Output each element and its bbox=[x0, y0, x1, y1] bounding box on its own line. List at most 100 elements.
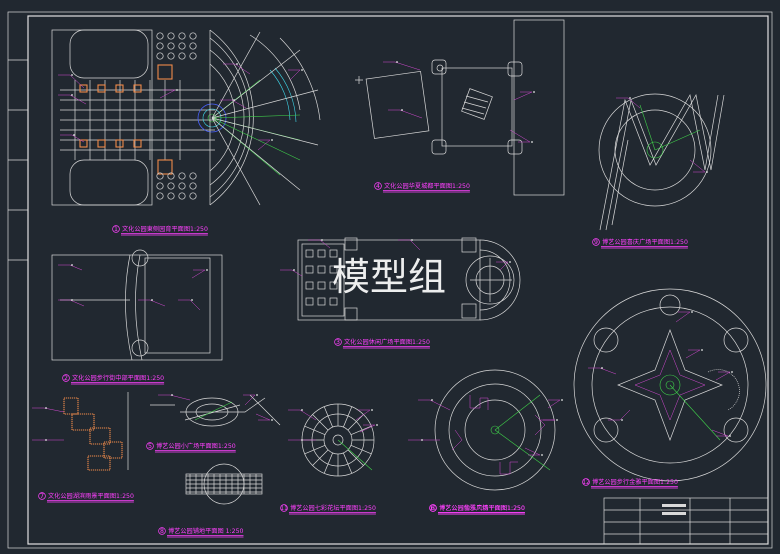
leader-line bbox=[513, 91, 533, 101]
leader-dot bbox=[191, 299, 193, 301]
leader-dot bbox=[533, 91, 535, 93]
leader-line bbox=[319, 239, 331, 249]
left-binding-strip bbox=[8, 59, 28, 261]
drawing-number-circle bbox=[592, 238, 600, 246]
leader-line bbox=[409, 239, 421, 251]
title-block bbox=[603, 497, 769, 545]
leader-dot bbox=[729, 435, 731, 437]
leader-line bbox=[255, 413, 271, 421]
leader-line bbox=[627, 97, 641, 109]
leader-line bbox=[291, 269, 303, 277]
leader-dot bbox=[71, 94, 73, 96]
tree-circle bbox=[178, 42, 186, 50]
drawing-title-9: 9 博艺公园喜庆广场平面图1:250 bbox=[592, 238, 688, 249]
drawing-number-circle bbox=[280, 504, 288, 512]
tree-circle bbox=[156, 172, 164, 180]
tree-circle bbox=[156, 182, 164, 190]
drawing-title-text: 博艺公园喜庆广场平面图1:250 bbox=[602, 238, 688, 246]
tree-circle bbox=[189, 32, 197, 40]
leader-dot bbox=[256, 394, 258, 396]
leader-line bbox=[69, 299, 85, 307]
drawing-number: 5 bbox=[148, 443, 152, 450]
leader-line bbox=[399, 109, 423, 119]
leader-dot bbox=[411, 239, 413, 241]
tree-circle bbox=[156, 42, 164, 50]
leader-dot bbox=[706, 171, 708, 173]
drawing-number-circle bbox=[158, 527, 166, 535]
tree-circle bbox=[167, 52, 175, 60]
drawing-number: 9 bbox=[594, 239, 598, 246]
drawing-8-plan bbox=[185, 463, 263, 505]
planter-square bbox=[305, 297, 314, 306]
leader-line bbox=[169, 394, 191, 401]
leader-line bbox=[189, 299, 201, 311]
planter-square bbox=[329, 249, 338, 258]
leader-dot bbox=[431, 399, 433, 401]
tree-circle bbox=[156, 192, 164, 200]
leader-dot bbox=[731, 371, 733, 373]
tree-circle bbox=[189, 182, 197, 190]
drawing-3-plan bbox=[297, 237, 521, 321]
drawing-title-2: 2 文化公园步行街中部平面图1:250 bbox=[62, 374, 164, 385]
leader-dot bbox=[509, 261, 511, 263]
planter-square bbox=[305, 265, 314, 274]
leader-dot bbox=[271, 139, 273, 141]
drawing-title-text: 博艺公园步行金雅平面图1:250 bbox=[592, 478, 678, 486]
drawing-title-text: 博艺公园仙雅风情平面图1:250 bbox=[439, 504, 525, 512]
drawing-4-plan bbox=[355, 19, 565, 196]
tree-circle bbox=[167, 182, 175, 190]
leader-dot bbox=[561, 399, 563, 401]
drawing-9-plan bbox=[598, 93, 725, 231]
leader-dot bbox=[176, 89, 178, 91]
leader-line bbox=[69, 94, 87, 105]
tree-circle bbox=[189, 42, 197, 50]
outer-border bbox=[7, 11, 773, 549]
leader-line bbox=[499, 261, 509, 271]
leader-dot bbox=[71, 264, 73, 266]
leader-dot bbox=[301, 409, 303, 411]
drawing-title-text: 博艺公园音乐广场平面图1:250 bbox=[439, 504, 525, 512]
tree-circle bbox=[189, 52, 197, 60]
planter-square bbox=[317, 265, 326, 274]
leader-line bbox=[231, 99, 247, 109]
leader-dot bbox=[236, 63, 238, 65]
leader-dot bbox=[396, 61, 398, 63]
watermark-text: 模型组 bbox=[332, 255, 446, 299]
drawing-title-text: 博艺公园七彩花坛平面图1:250 bbox=[290, 504, 376, 512]
leader-dot bbox=[151, 299, 153, 301]
drawing-5-plan bbox=[150, 394, 281, 427]
leader-dot bbox=[73, 134, 75, 136]
planter-square bbox=[329, 265, 338, 274]
tree-circle bbox=[178, 192, 186, 200]
leader-line bbox=[244, 394, 256, 406]
drawing-number: 7 bbox=[40, 493, 44, 500]
drawing-title-text: 文化公园步行街中部平面图1:250 bbox=[72, 374, 164, 382]
drawing-number: 1 bbox=[114, 226, 118, 233]
leader-dot bbox=[421, 439, 423, 441]
drawing-number: 10 bbox=[429, 505, 437, 512]
drawing-number: 3 bbox=[336, 339, 340, 346]
tree-circle bbox=[178, 172, 186, 180]
leader-line bbox=[509, 129, 531, 143]
tree-circle bbox=[156, 32, 164, 40]
leader-dot bbox=[701, 349, 703, 351]
drawing-number-circle bbox=[112, 225, 120, 233]
drawing-number: 11 bbox=[280, 505, 288, 512]
drawing-2-plan bbox=[51, 249, 223, 361]
drawing-number: 2 bbox=[64, 375, 68, 382]
leader-line bbox=[715, 371, 731, 381]
drawing-number-circle bbox=[38, 492, 46, 500]
leader-line bbox=[69, 74, 85, 89]
leader-line bbox=[394, 61, 421, 71]
leader-line bbox=[257, 139, 271, 151]
drawing-10-plan bbox=[434, 369, 556, 491]
leader-dot bbox=[531, 141, 533, 143]
drawing-number: 8 bbox=[160, 528, 164, 535]
